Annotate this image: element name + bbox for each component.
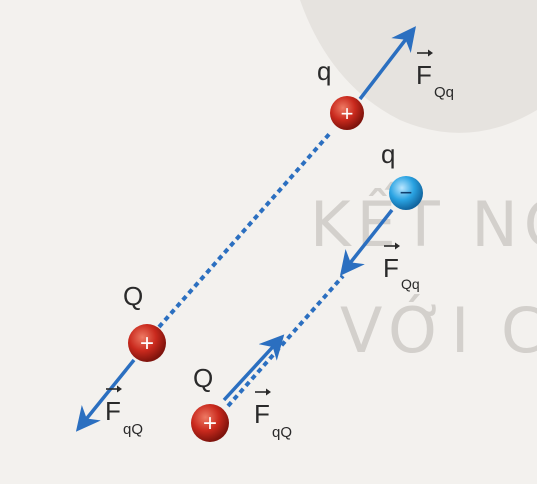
- charge-sign: +: [140, 330, 154, 357]
- charge-Q-positive-left: +: [128, 324, 166, 362]
- charge-Q-positive-bottom: +: [191, 404, 229, 442]
- force-subscript: Qq: [401, 276, 420, 292]
- force-symbol: F: [254, 399, 270, 429]
- force-subscript: Qq: [434, 84, 454, 101]
- vector-arrow-tip-icon: [266, 388, 271, 396]
- watermark-line-1: KẾT NỐI: [310, 181, 537, 261]
- charge-Q-label-bottom: Q: [193, 363, 213, 393]
- charge-q-negative-right: −: [389, 176, 423, 210]
- watermark-line-2: VỚI CU: [340, 294, 537, 367]
- charge-q-label-top: q: [317, 56, 331, 86]
- force-label-Fqq-right: F Qq: [383, 242, 420, 292]
- charge-q-positive-top: +: [330, 96, 364, 130]
- vector-arrow-tip-icon: [428, 49, 433, 57]
- force-symbol: F: [383, 253, 399, 283]
- field-line-attract: [157, 130, 333, 329]
- charge-sign: +: [203, 410, 217, 437]
- field-line-repel: [226, 274, 345, 408]
- force-label-FqQ-left: F qQ: [105, 385, 143, 438]
- force-symbol: F: [105, 396, 121, 426]
- force-symbol: F: [416, 60, 432, 90]
- charge-sign: +: [341, 101, 354, 126]
- charge-Q-label-left: Q: [123, 281, 143, 311]
- force-arrow-on-Q-left: [75, 358, 136, 432]
- force-label-Fqq-top: F Qq: [416, 49, 454, 101]
- vector-arrow-tip-icon: [117, 385, 122, 393]
- charge-q-label-right: q: [381, 139, 395, 169]
- force-arrow-on-q-top: [358, 26, 416, 101]
- force-subscript: qQ: [123, 421, 143, 438]
- charge-sign: −: [400, 180, 413, 205]
- force-label-FqQ-bottom: F qQ: [254, 388, 292, 441]
- vector-arrow-tip-icon: [395, 242, 400, 250]
- force-subscript: qQ: [272, 424, 292, 441]
- force-arrow-on-Q-bottom: [222, 334, 285, 402]
- force-arrow-on-q-right: [339, 208, 394, 276]
- background-arc: [300, 0, 537, 133]
